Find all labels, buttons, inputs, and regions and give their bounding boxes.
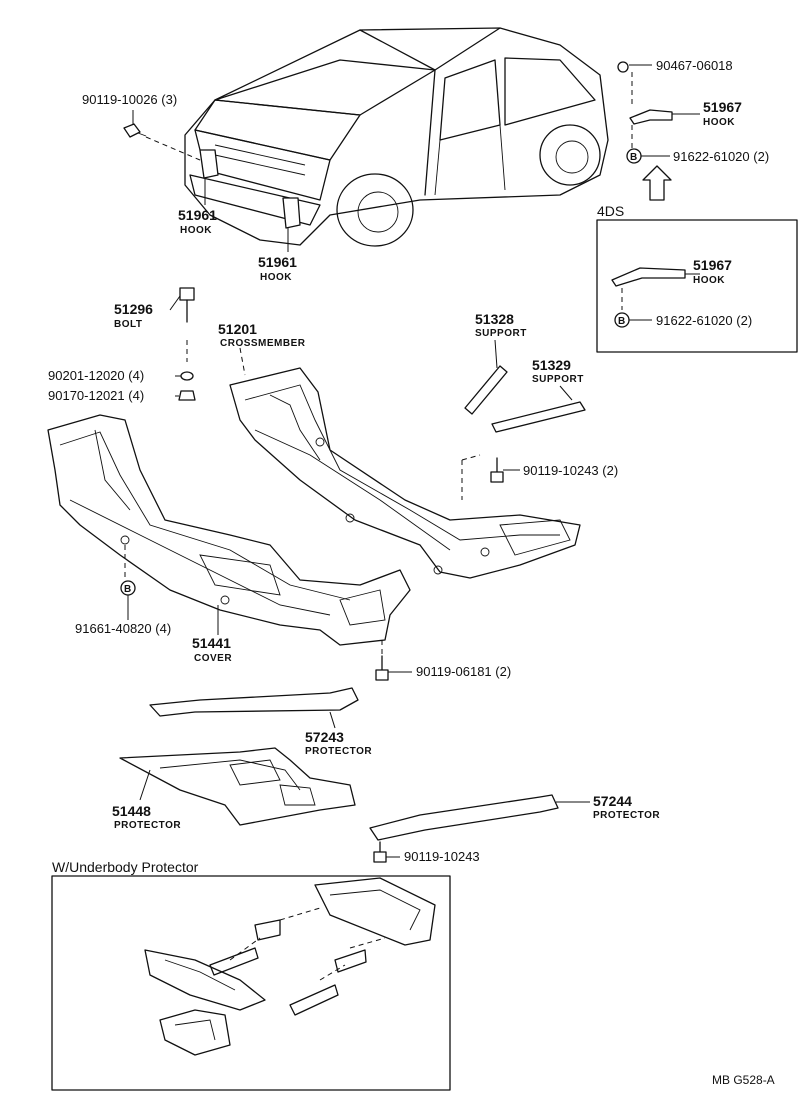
bolt-90119-10243-a-icon <box>490 457 504 483</box>
part-91661-label: 91661-40820 (4) <box>75 621 171 636</box>
part-90119-06181-label: 90119-06181 (2) <box>416 664 511 679</box>
part-51961-a-number: 51961 <box>178 207 217 223</box>
part-51201-name: CROSSMEMBER <box>220 338 306 349</box>
svg-text:51967: 51967 <box>693 257 732 273</box>
bolt-90119-10243-b-icon <box>373 841 387 863</box>
crossmember-51201-shape <box>229 367 581 579</box>
bolt-90119-06181-icon <box>375 655 389 681</box>
part-51441-name: COVER <box>194 653 232 664</box>
part-51448-name: PROTECTOR <box>114 820 181 831</box>
protector-57243-shape <box>149 687 359 717</box>
part-90119-10243-a-label: 90119-10243 (2) <box>523 463 618 478</box>
part-51329-number: 51329 <box>532 357 571 373</box>
support-51328-shape <box>464 365 508 415</box>
part-51961-a-name: HOOK <box>180 225 212 236</box>
part-51448-number: 51448 <box>112 803 151 819</box>
marker-b-top-icon: B <box>626 148 642 164</box>
part-57243-name: PROTECTOR <box>305 746 372 757</box>
part-51967-top-name: HOOK <box>703 117 735 128</box>
part-51328-number: 51328 <box>475 311 514 327</box>
part-90467-label: 90467-06018 <box>656 58 733 73</box>
part-57244-number: 57244 <box>593 793 632 809</box>
part-57244-name: PROTECTOR <box>593 810 660 821</box>
part-51961-b-name: HOOK <box>260 272 292 283</box>
part-51961-b-number: 51961 <box>258 254 297 270</box>
part-51201-number: 51201 <box>218 321 257 337</box>
part-51967-top-number: 51967 <box>703 99 742 115</box>
bolt-90119-10026-icon <box>123 123 147 138</box>
box-4ds: 4DS 51967 HOOK B 91622-61020 (2) <box>596 203 798 353</box>
protector-57244-shape <box>369 794 559 841</box>
nut-90467-icon <box>617 61 629 73</box>
part-90119-10243-b-label: 90119-10243 <box>404 849 480 864</box>
protector-51448-shape <box>119 747 356 826</box>
nut-90170-icon <box>178 390 196 401</box>
hook-51967-top-icon <box>629 109 673 125</box>
part-90119-10026-label: 90119-10026 (3) <box>82 92 177 107</box>
arrow-up-icon <box>642 165 672 201</box>
part-51328-name: SUPPORT <box>475 328 527 339</box>
figure-code: MB G528-A <box>712 1073 775 1087</box>
part-57243-number: 57243 <box>305 729 344 745</box>
cover-51441-shape <box>47 414 411 646</box>
part-51296-name: BOLT <box>114 319 142 330</box>
svg-text:B: B <box>124 584 132 595</box>
box-underbody-protector: W/Underbody Protector <box>51 859 451 1091</box>
part-51441-number: 51441 <box>192 635 231 651</box>
part-51329-name: SUPPORT <box>532 374 584 385</box>
washer-90201-icon <box>180 371 194 381</box>
svg-text:B: B <box>618 316 626 327</box>
part-91622-top-label: 91622-61020 (2) <box>673 149 769 164</box>
bolt-51296-icon <box>179 287 195 323</box>
marker-b-cover-icon: B <box>120 580 136 596</box>
svg-text:B: B <box>630 152 638 163</box>
car-illustration <box>184 27 609 247</box>
svg-text:HOOK: HOOK <box>693 275 725 286</box>
part-51296-number: 51296 <box>114 301 153 317</box>
part-90170-label: 90170-12021 (4) <box>48 388 144 403</box>
svg-text:W/Underbody Protector: W/Underbody Protector <box>52 859 199 875</box>
svg-text:4DS: 4DS <box>597 203 624 219</box>
svg-text:91622-61020 (2): 91622-61020 (2) <box>656 313 752 328</box>
part-90201-label: 90201-12020 (4) <box>48 368 144 383</box>
support-51329-shape <box>491 401 586 433</box>
